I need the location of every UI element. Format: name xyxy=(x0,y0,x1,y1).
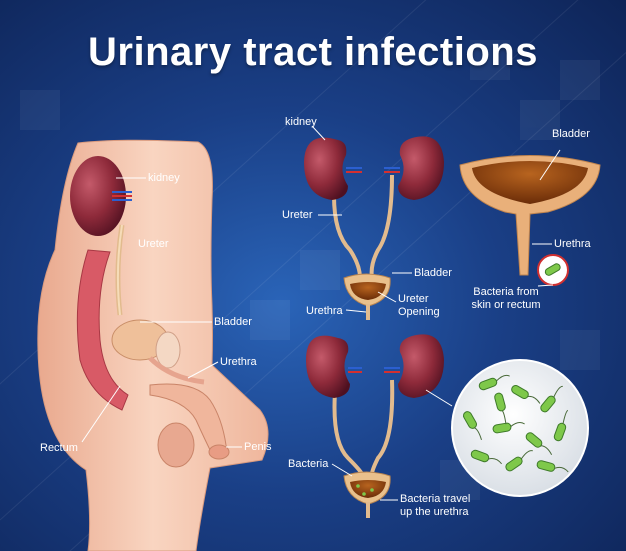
label-right-urethra: Urethra xyxy=(554,238,591,250)
label-ureter-opening-line2: Opening xyxy=(398,306,440,318)
bacterium-flagellum xyxy=(540,445,553,456)
label-body-ureter: Ureter xyxy=(138,238,169,250)
label-bottom-bacteria: Bacteria xyxy=(288,458,329,470)
bacterium-flagellum xyxy=(553,385,563,398)
right-bladder-urine xyxy=(472,161,588,204)
body-urethra-tube xyxy=(148,356,205,385)
label-top-ureter: Ureter xyxy=(282,209,313,221)
body-kidney xyxy=(70,156,126,236)
label-bacteria-travel-line1: Bacteria travel xyxy=(400,493,471,505)
bacterium-flagellum xyxy=(554,466,569,473)
bottom-kidney-right xyxy=(398,334,444,398)
bottom-urinary-diagram xyxy=(306,334,453,518)
bacterium-flagellum xyxy=(562,409,569,424)
body-side-view xyxy=(37,139,269,551)
label-top-urethra: Urethra xyxy=(306,305,343,317)
bacterium-flagellum xyxy=(527,395,541,404)
label-bacteria-travel-line2: up the urethra xyxy=(400,506,469,518)
top-urinary-diagram xyxy=(304,125,444,320)
rectum xyxy=(76,249,129,411)
label-body-urethra: Urethra xyxy=(220,356,257,368)
label-right-bladder: Bladder xyxy=(552,128,590,140)
label-top-bladder: Bladder xyxy=(414,267,452,279)
top-kidney-right xyxy=(398,136,444,200)
bacterium-flagellum xyxy=(520,450,533,460)
label-body-kidney: kidney xyxy=(148,172,180,184)
label-bacteria-source-line1: Bacteria from xyxy=(473,286,539,298)
top-kidney-left xyxy=(304,137,348,200)
label-body-bladder: Bladder xyxy=(214,316,252,328)
label-top-kidney: kidney xyxy=(285,116,317,128)
bacterium-flagellum xyxy=(474,427,482,441)
bottom-kidney-left xyxy=(306,335,350,398)
bacterium-flagellum xyxy=(501,410,507,425)
bacterium-flagellum xyxy=(488,458,503,465)
bacteria-magnified-circle xyxy=(451,359,589,497)
page-title: Urinary tract infections xyxy=(88,30,538,74)
bacterium-flagellum xyxy=(496,374,510,382)
right-bladder-detail xyxy=(459,149,601,287)
bacterium-flagellum xyxy=(510,421,525,427)
testicle xyxy=(157,422,195,468)
label-body-rectum: Rectum xyxy=(40,442,78,454)
label-bacteria-source-line2: skin or rectum xyxy=(471,299,541,311)
label-body-penis: Penis xyxy=(244,441,272,453)
label-ureter-opening-line1: Ureter xyxy=(398,293,429,305)
